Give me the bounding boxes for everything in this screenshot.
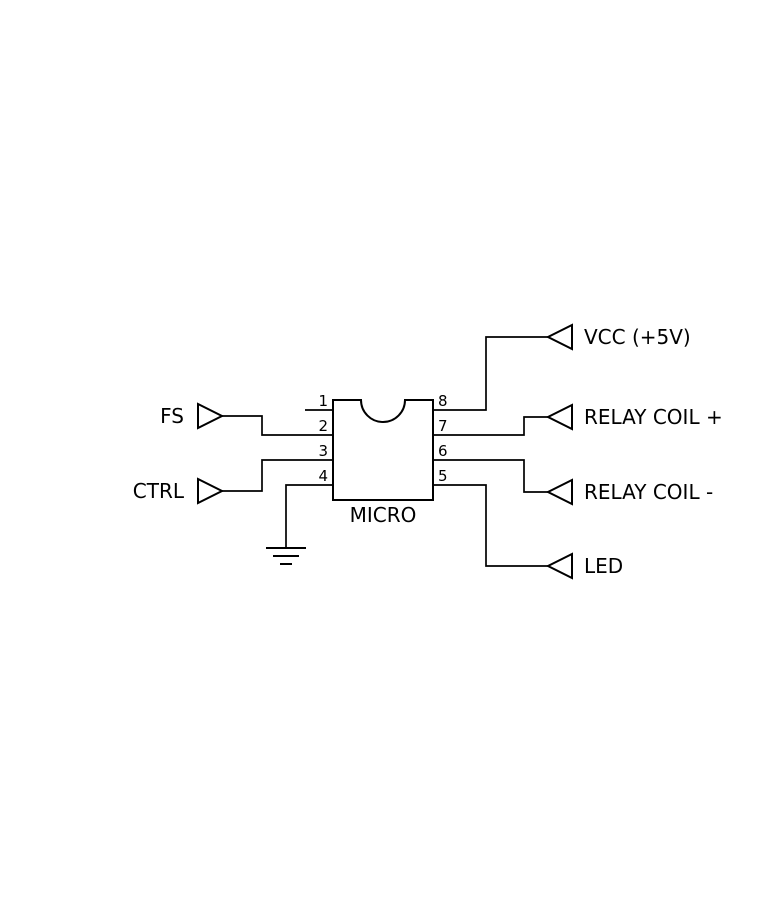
pin-number-3: 3 xyxy=(318,442,328,460)
pin7-to-relay-plus-wire xyxy=(433,416,548,436)
terminal-relay-coil-minus: RELAY COIL - xyxy=(545,478,713,506)
terminal-relay-coil-plus: RELAY COIL + xyxy=(545,403,723,431)
vcc-label: VCC (+5V) xyxy=(584,325,691,349)
pin-number-4: 4 xyxy=(318,467,328,485)
ic-left-pin-numbers: 1 2 3 4 xyxy=(318,392,328,485)
pin5-to-led-wire xyxy=(433,484,548,567)
pin8-to-vcc-wire xyxy=(433,336,548,411)
relay-coil-minus-label: RELAY COIL - xyxy=(584,480,713,504)
pin-number-1: 1 xyxy=(318,392,328,410)
ctrl-label: CTRL xyxy=(133,479,185,503)
terminal-fs: FS xyxy=(160,402,225,430)
pin-number-6: 6 xyxy=(438,442,448,460)
ground-symbol xyxy=(266,547,306,565)
ic-right-pin-numbers: 8 7 6 5 xyxy=(438,392,448,485)
ic-label: MICRO xyxy=(350,503,417,527)
fs-to-pin2-wire xyxy=(222,415,333,436)
terminal-led: LED xyxy=(545,552,623,580)
ctrl-to-pin3-wire xyxy=(222,459,333,492)
led-connector-triangle-icon xyxy=(545,552,573,580)
pin4-to-ground-wire xyxy=(285,484,333,548)
pin6-to-relay-minus-wire xyxy=(433,459,548,493)
wires xyxy=(222,336,548,567)
ic-body xyxy=(332,399,434,501)
ctrl-connector-triangle-icon xyxy=(197,477,225,505)
pin-number-2: 2 xyxy=(318,417,328,435)
fs-label: FS xyxy=(160,404,184,428)
relay-plus-connector-triangle-icon xyxy=(545,403,573,431)
pin-number-5: 5 xyxy=(438,467,448,485)
fs-connector-triangle-icon xyxy=(197,402,225,430)
ic-micro: MICRO xyxy=(332,399,434,527)
relay-coil-plus-label: RELAY COIL + xyxy=(584,405,723,429)
pin-number-7: 7 xyxy=(438,417,448,435)
terminal-ctrl: CTRL xyxy=(133,477,225,505)
terminal-vcc: VCC (+5V) xyxy=(545,323,691,351)
relay-minus-connector-triangle-icon xyxy=(545,478,573,506)
pin-number-8: 8 xyxy=(438,392,448,410)
vcc-connector-triangle-icon xyxy=(545,323,573,351)
led-label: LED xyxy=(584,554,623,578)
